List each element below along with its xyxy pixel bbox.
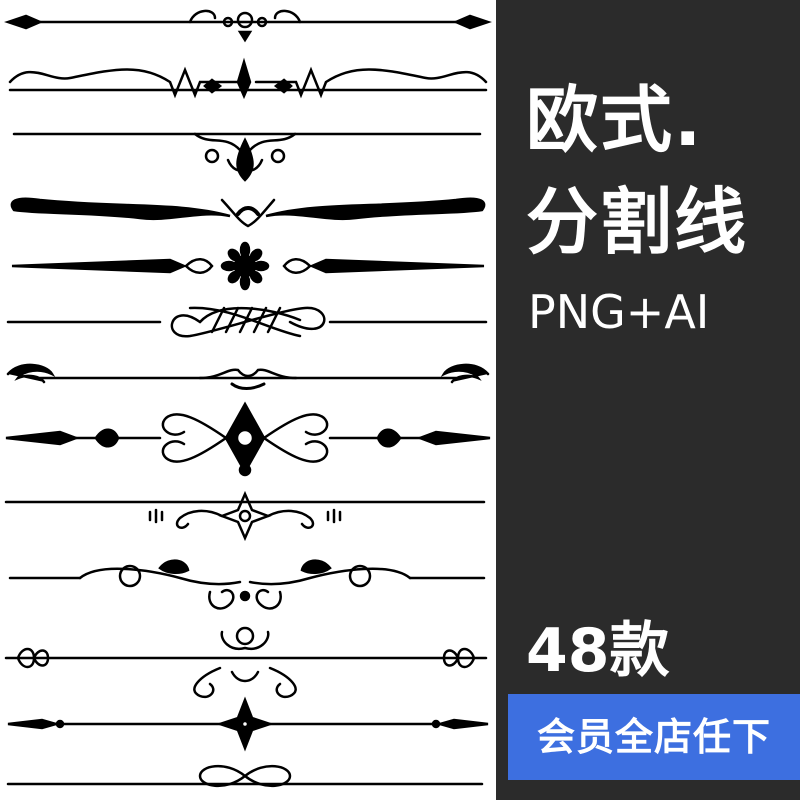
divider-3 — [12, 132, 482, 182]
divider-2 — [8, 57, 488, 100]
divider-5 — [11, 241, 485, 291]
format-label: PNG+AI — [528, 285, 710, 339]
divider-11 — [4, 626, 488, 699]
ornament-panel — [4, 9, 492, 787]
title-panel: 欧式. 分割线 PNG+AI 48款 会员全店任下 — [496, 0, 800, 800]
divider-9 — [4, 490, 486, 542]
title-line-1: 欧式. — [526, 78, 704, 162]
divider-1 — [4, 9, 492, 43]
divider-13 — [6, 765, 484, 787]
divider-4 — [10, 197, 486, 228]
divider-10 — [8, 559, 486, 610]
dividers-illustration — [4, 9, 492, 787]
divider-12 — [7, 696, 489, 752]
divider-7 — [6, 363, 490, 390]
divider-8 — [5, 401, 491, 477]
count-label: 48款 — [526, 616, 670, 686]
member-banner: 会员全店任下 — [508, 694, 800, 780]
divider-6 — [6, 306, 488, 338]
title-line-2: 分割线 — [526, 180, 749, 264]
